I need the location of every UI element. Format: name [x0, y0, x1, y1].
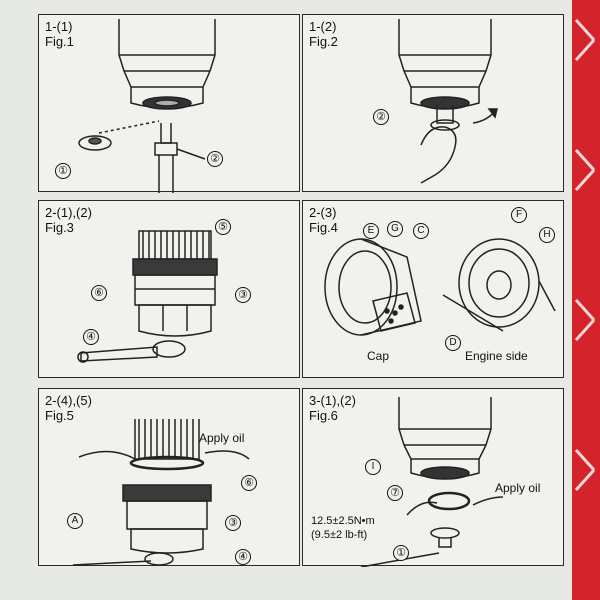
callout-D: D	[445, 335, 461, 351]
callout-2: ②	[373, 109, 389, 125]
engine-side-label: Engine side	[465, 349, 528, 363]
figure-number: Fig.4	[309, 220, 338, 235]
panel-fig2: 1-(2) Fig.2 ②	[302, 14, 564, 192]
panel-header: 2-(1),(2) Fig.3	[45, 205, 92, 235]
callout-4: ④	[235, 549, 251, 565]
callout-4: ④	[83, 329, 99, 345]
callout-5: ⑤	[215, 219, 231, 235]
reinstall-plug-illustration	[360, 397, 504, 567]
panel-fig5: 2-(4),(5) Fig.5 Apply oil ⑥ A ③ ④	[38, 388, 300, 566]
callout-F: F	[511, 207, 527, 223]
callout-E: E	[363, 223, 379, 239]
oring-oil-illustration	[72, 419, 250, 566]
callout-7: ⑦	[387, 485, 403, 501]
callout-G: G	[387, 221, 403, 237]
callout-3: ③	[235, 287, 251, 303]
callout-6: ⑥	[241, 475, 257, 491]
step-number: 1-(2)	[309, 19, 337, 34]
callout-1: ①	[55, 163, 71, 179]
panel-fig6: 3-(1),(2) Fig.6 I ⑦ Apply oil 12.5±2.5N•…	[302, 388, 564, 567]
panel-header: 3-(1),(2) Fig.6	[309, 393, 356, 423]
panel-header: 1-(1) Fig.1	[45, 19, 74, 49]
torque-spec-nm: 12.5±2.5N•m	[311, 515, 375, 527]
figure-number: Fig.3	[45, 220, 74, 235]
callout-2: ②	[207, 151, 223, 167]
apply-oil-note: Apply oil	[199, 431, 245, 445]
panel-fig4: 2-(3) Fig.4 E G C F H D Cap Engine side	[302, 200, 564, 378]
callout-3: ③	[225, 515, 241, 531]
step-number: 1-(1)	[45, 19, 73, 34]
figure-number: Fig.6	[309, 408, 338, 423]
panel-fig3: 2-(1),(2) Fig.3 ⑤ ⑥ ③ ④	[38, 200, 300, 378]
apply-oil-note: Apply oil	[495, 481, 541, 495]
torque-spec-lbft: (9.5±2 lb-ft)	[311, 529, 368, 541]
red-box-edge	[572, 0, 600, 600]
panel-header: 2-(4),(5) Fig.5	[45, 393, 92, 423]
callout-C: C	[413, 223, 429, 239]
callout-H: H	[539, 227, 555, 243]
callout-A: A	[67, 513, 83, 529]
callout-6: ⑥	[91, 285, 107, 301]
panel-header: 1-(2) Fig.2	[309, 19, 338, 49]
filter-drain-illustration	[78, 19, 216, 193]
callout-1: ①	[393, 545, 409, 561]
step-number: 2-(1),(2)	[45, 205, 92, 220]
panel-fig1: 1-(1) Fig.1 ① ②	[38, 14, 300, 193]
callout-I: I	[365, 459, 381, 475]
cap-and-engine-side-illustration	[324, 238, 556, 336]
figure-number: Fig.5	[45, 408, 74, 423]
step-number: 3-(1),(2)	[309, 393, 356, 408]
remove-drain-plug-illustration	[398, 19, 498, 184]
figure-number: Fig.2	[309, 34, 338, 49]
step-number: 2-(3)	[309, 205, 337, 220]
cap-label: Cap	[367, 349, 390, 363]
step-number: 2-(4),(5)	[45, 393, 92, 408]
figure-number: Fig.1	[45, 34, 74, 49]
filter-element-illustration	[77, 230, 218, 363]
panel-header: 2-(3) Fig.4	[309, 205, 338, 235]
